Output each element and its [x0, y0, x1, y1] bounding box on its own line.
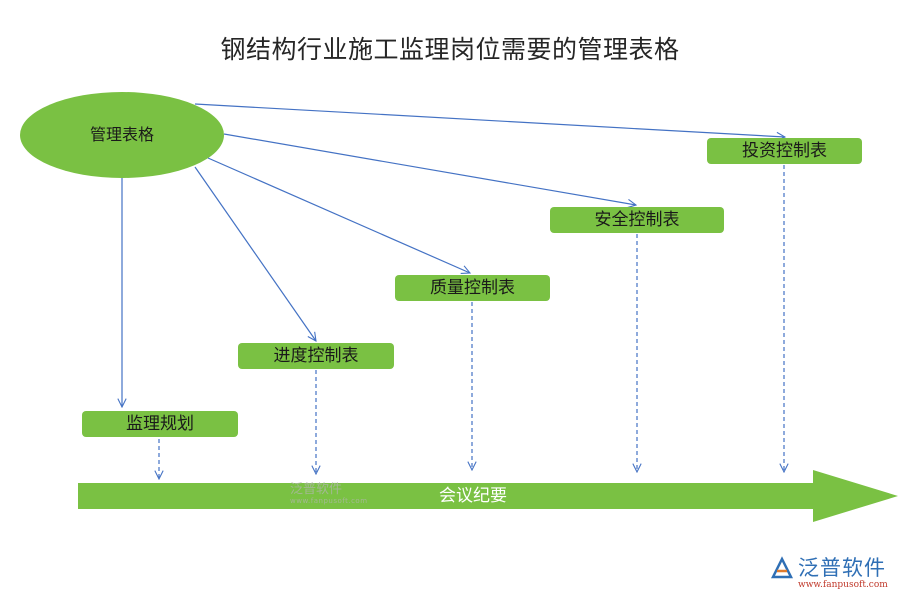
- connector-root-investment: [194, 103, 785, 137]
- brand-logo: 泛普软件 www.fanpusoft.com: [768, 552, 893, 594]
- connector-root-safety: [223, 133, 636, 205]
- node-investment: 投资控制表: [707, 138, 862, 164]
- connector-root-progress: [194, 166, 316, 341]
- logo-text: 泛普软件: [798, 556, 886, 580]
- connector-root-quality: [207, 157, 470, 273]
- logo-icon: [770, 556, 794, 579]
- node-planning: 监理规划: [82, 411, 238, 437]
- timeline-arrow: [78, 470, 898, 522]
- watermark-center: 泛普软件 www.fanpusoft.com: [290, 478, 368, 505]
- root-ellipse: [20, 92, 224, 178]
- node-progress: 进度控制表: [238, 343, 394, 369]
- logo-url: www.fanpusoft.com: [798, 580, 888, 590]
- page-title: 钢结构行业施工监理岗位需要的管理表格: [220, 35, 680, 64]
- node-safety: 安全控制表: [550, 207, 724, 233]
- node-quality: 质量控制表: [395, 275, 550, 301]
- root-label: 管理表格: [89, 125, 154, 144]
- timeline-label: 会议纪要: [439, 486, 507, 506]
- watermark-url: www.fanpusoft.com: [290, 497, 368, 505]
- watermark-text: 泛普软件: [290, 482, 343, 497]
